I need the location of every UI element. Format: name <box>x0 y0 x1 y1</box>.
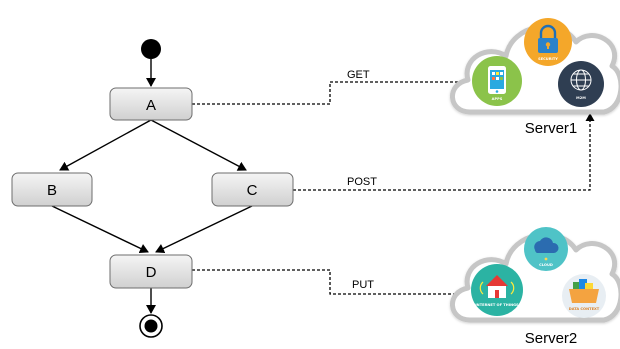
edge-get <box>192 77 479 105</box>
smart-home-icon <box>479 275 515 298</box>
edge-label-put: PUT <box>352 279 374 291</box>
node-b-label: B <box>47 182 57 199</box>
node-d-label: D <box>146 264 157 281</box>
data-caption: DATA CONTEXT <box>569 307 600 311</box>
start-node <box>141 39 161 59</box>
node-c[interactable]: C <box>211 172 294 207</box>
iot-caption: INTERNET OF THINGS <box>475 303 519 307</box>
edge-post <box>293 113 595 191</box>
edge-c-to-d <box>155 205 253 254</box>
edge-put <box>192 269 479 299</box>
edge-label-post: POST <box>347 176 377 188</box>
server1-icon-network: M2M <box>558 61 604 107</box>
mobile-caption: APPS <box>492 97 503 101</box>
server1-icon-security: SECURITY <box>524 18 572 66</box>
smartphone-icon <box>488 66 506 94</box>
edge-b-to-d <box>51 205 149 254</box>
node-d[interactable]: D <box>109 254 193 289</box>
security-caption: SECURITY <box>538 57 558 61</box>
network-caption: M2M <box>576 96 586 100</box>
server2-icon-cloud: CLOUD <box>524 227 568 271</box>
node-b[interactable]: B <box>11 172 93 207</box>
server1-label: Server1 <box>525 120 578 137</box>
server1-icon-mobile: APPS <box>472 56 522 106</box>
server2-icon-iot: INTERNET OF THINGS <box>471 264 523 316</box>
flow-edges <box>51 59 253 314</box>
node-a[interactable]: A <box>109 87 193 121</box>
node-c-label: C <box>247 182 258 199</box>
cloud-icon <box>534 237 559 253</box>
lock-icon <box>538 24 558 53</box>
folder-icon <box>569 279 599 303</box>
edge-label-get: GET <box>347 69 370 81</box>
server2-icon-data: DATA CONTEXT <box>562 274 606 318</box>
request-edges <box>192 77 595 299</box>
edge-a-to-c <box>150 119 247 171</box>
cloud-caption: CLOUD <box>539 263 553 267</box>
server2-label: Server2 <box>525 330 578 347</box>
edge-a-to-b <box>59 119 152 171</box>
node-a-label: A <box>146 97 156 114</box>
end-node <box>139 314 163 338</box>
network-globe-icon <box>570 69 592 91</box>
